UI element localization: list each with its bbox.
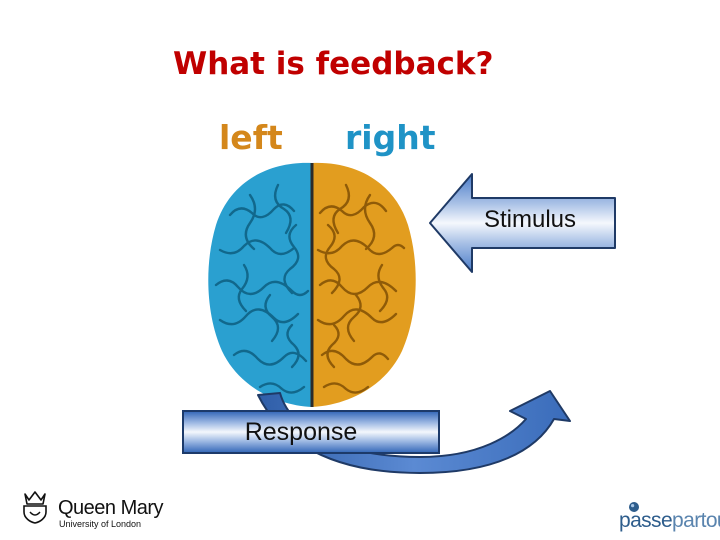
response-box xyxy=(182,410,440,454)
slide-title: What is feedback? xyxy=(173,46,494,82)
crown-shield-icon xyxy=(23,491,47,524)
right-hemisphere xyxy=(312,162,416,407)
brain-illustration xyxy=(208,162,416,407)
stimulus-label: Stimulus xyxy=(483,206,577,233)
partner-logo-part-b: partout xyxy=(672,509,720,532)
university-subtitle: University of London xyxy=(59,519,142,529)
left-hemisphere xyxy=(208,162,312,407)
left-hemisphere-label: left xyxy=(219,118,283,157)
partner-logo-part-a: passe xyxy=(619,509,673,532)
university-name: Queen Mary xyxy=(58,497,164,519)
stimulus-arrow xyxy=(429,173,616,273)
right-hemisphere-label: right xyxy=(345,118,436,157)
response-label: Response xyxy=(244,418,358,446)
dot-icon xyxy=(629,502,639,512)
partner-logo-text: passepartout xyxy=(619,509,720,533)
